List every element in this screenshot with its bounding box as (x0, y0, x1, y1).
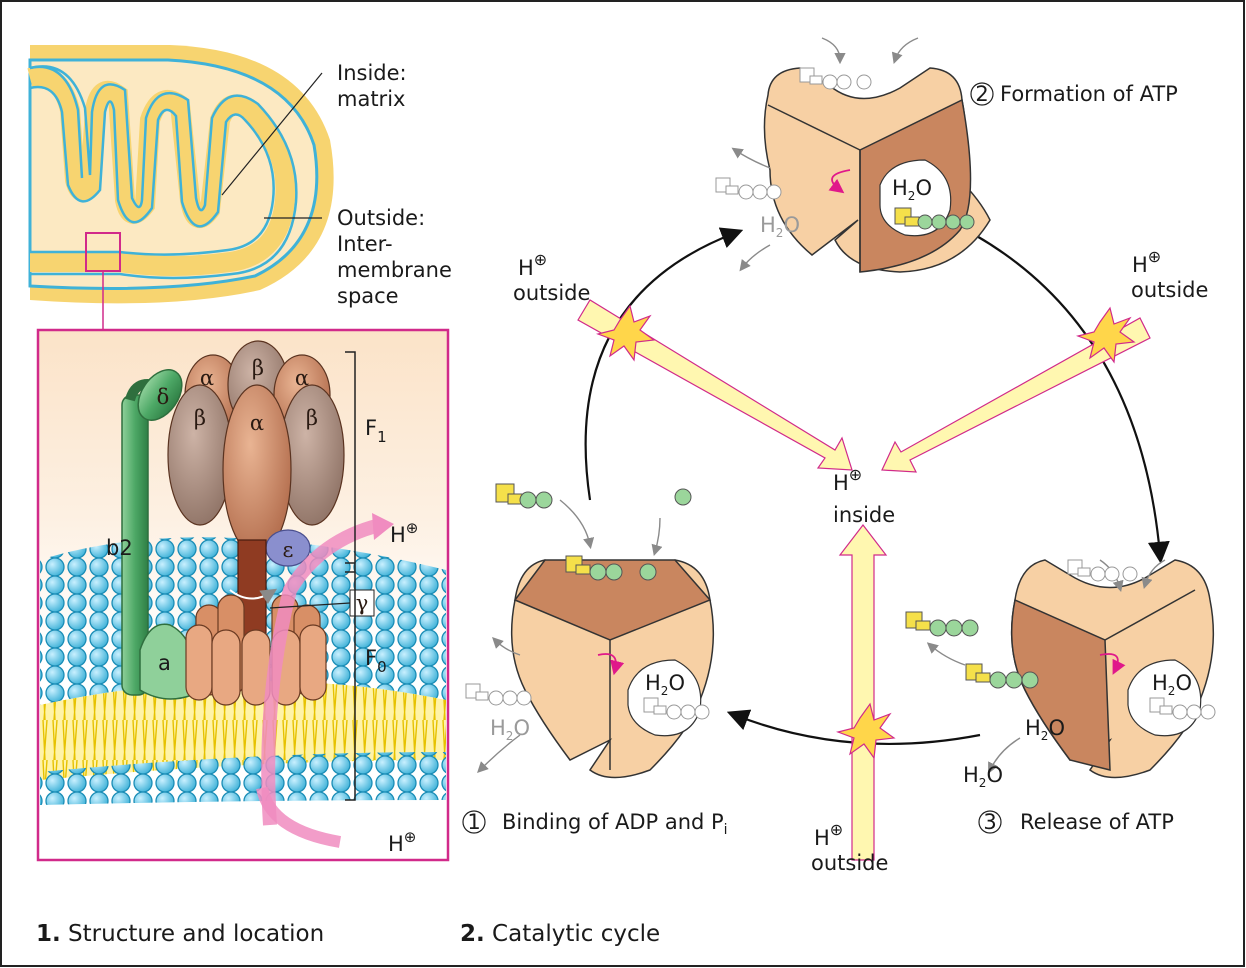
step-2-label: Formation of ATP (1000, 82, 1178, 106)
rotor-stage-3 (1012, 560, 1214, 778)
step-3-number: 3 (983, 810, 996, 834)
label-outside-1: Outside: (337, 206, 425, 230)
label-h2o: H2O (490, 716, 530, 743)
label-a: a (158, 651, 171, 675)
label-epsilon: ε (283, 538, 294, 562)
caption-2: 2. Catalytic cycle (460, 921, 660, 947)
label-h2o: H2O (963, 763, 1003, 790)
label-beta: β (252, 356, 264, 380)
label-outside-4: space (337, 284, 399, 308)
step-1-number: 1 (467, 810, 480, 834)
label-outside: outside (513, 281, 590, 305)
label-inside-1: Inside: (337, 61, 407, 85)
label-h-plus-outside: H⊕ (1132, 247, 1161, 277)
label-h-plus-outside: H⊕ (518, 250, 547, 280)
label-alpha: α (250, 411, 264, 435)
label-b2: b2 (106, 536, 133, 560)
label-inside: inside (833, 503, 895, 527)
label-outside-3: membrane (337, 258, 452, 282)
rotor-stage-1 (512, 560, 714, 778)
label-outside-2: Inter- (337, 232, 393, 256)
label-gamma: γ (356, 591, 369, 615)
label-delta: δ (157, 385, 170, 409)
label-h-plus-outside: H⊕ (814, 820, 843, 850)
label-outside: outside (1131, 278, 1208, 302)
rotor-stage-2 (764, 68, 990, 272)
mitochondrion (30, 45, 334, 330)
label-outside: outside (811, 851, 888, 875)
label-alpha: α (200, 366, 214, 390)
label-alpha: α (295, 366, 309, 390)
label-beta: β (306, 406, 318, 430)
atp-synthase-panel (38, 330, 448, 860)
step-3-label: Release of ATP (1020, 810, 1174, 834)
step-2-number: 2 (975, 82, 988, 106)
caption-1: 1. Structure and location (36, 921, 324, 947)
step-1-label: Binding of ADP and Pi (502, 810, 728, 838)
label-inside-2: matrix (337, 87, 405, 111)
label-h2o: H2O (760, 213, 800, 240)
label-beta: β (194, 406, 206, 430)
